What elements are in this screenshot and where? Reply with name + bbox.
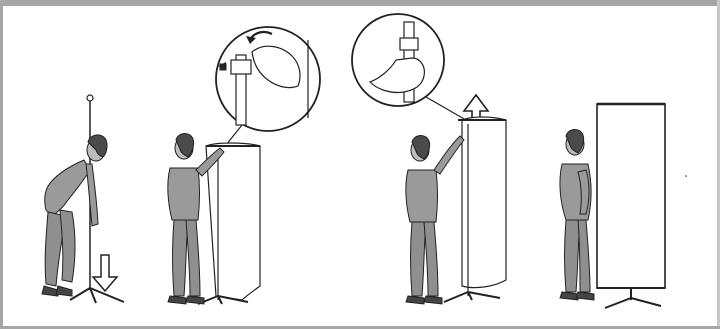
zoom-clamp <box>231 60 251 74</box>
woman-figure-4 <box>560 129 594 300</box>
banner-display <box>597 104 665 288</box>
woman-figure-1 <box>42 135 107 296</box>
woman-figure-3 <box>406 135 464 304</box>
zoom-pointer-line-2 <box>426 97 466 120</box>
zoom-clamp-2 <box>400 38 418 50</box>
banner-sheet-2 <box>206 143 260 300</box>
step-3-lift-up <box>352 14 506 304</box>
step-4-banner-standing <box>560 104 687 308</box>
pole-top-knob <box>87 95 93 101</box>
step-1-pull-down <box>42 95 124 303</box>
stand-base <box>70 288 124 303</box>
stand-base-4 <box>605 298 661 308</box>
step-2-rotate-lock <box>168 27 320 304</box>
down-arrow-icon <box>93 255 117 291</box>
